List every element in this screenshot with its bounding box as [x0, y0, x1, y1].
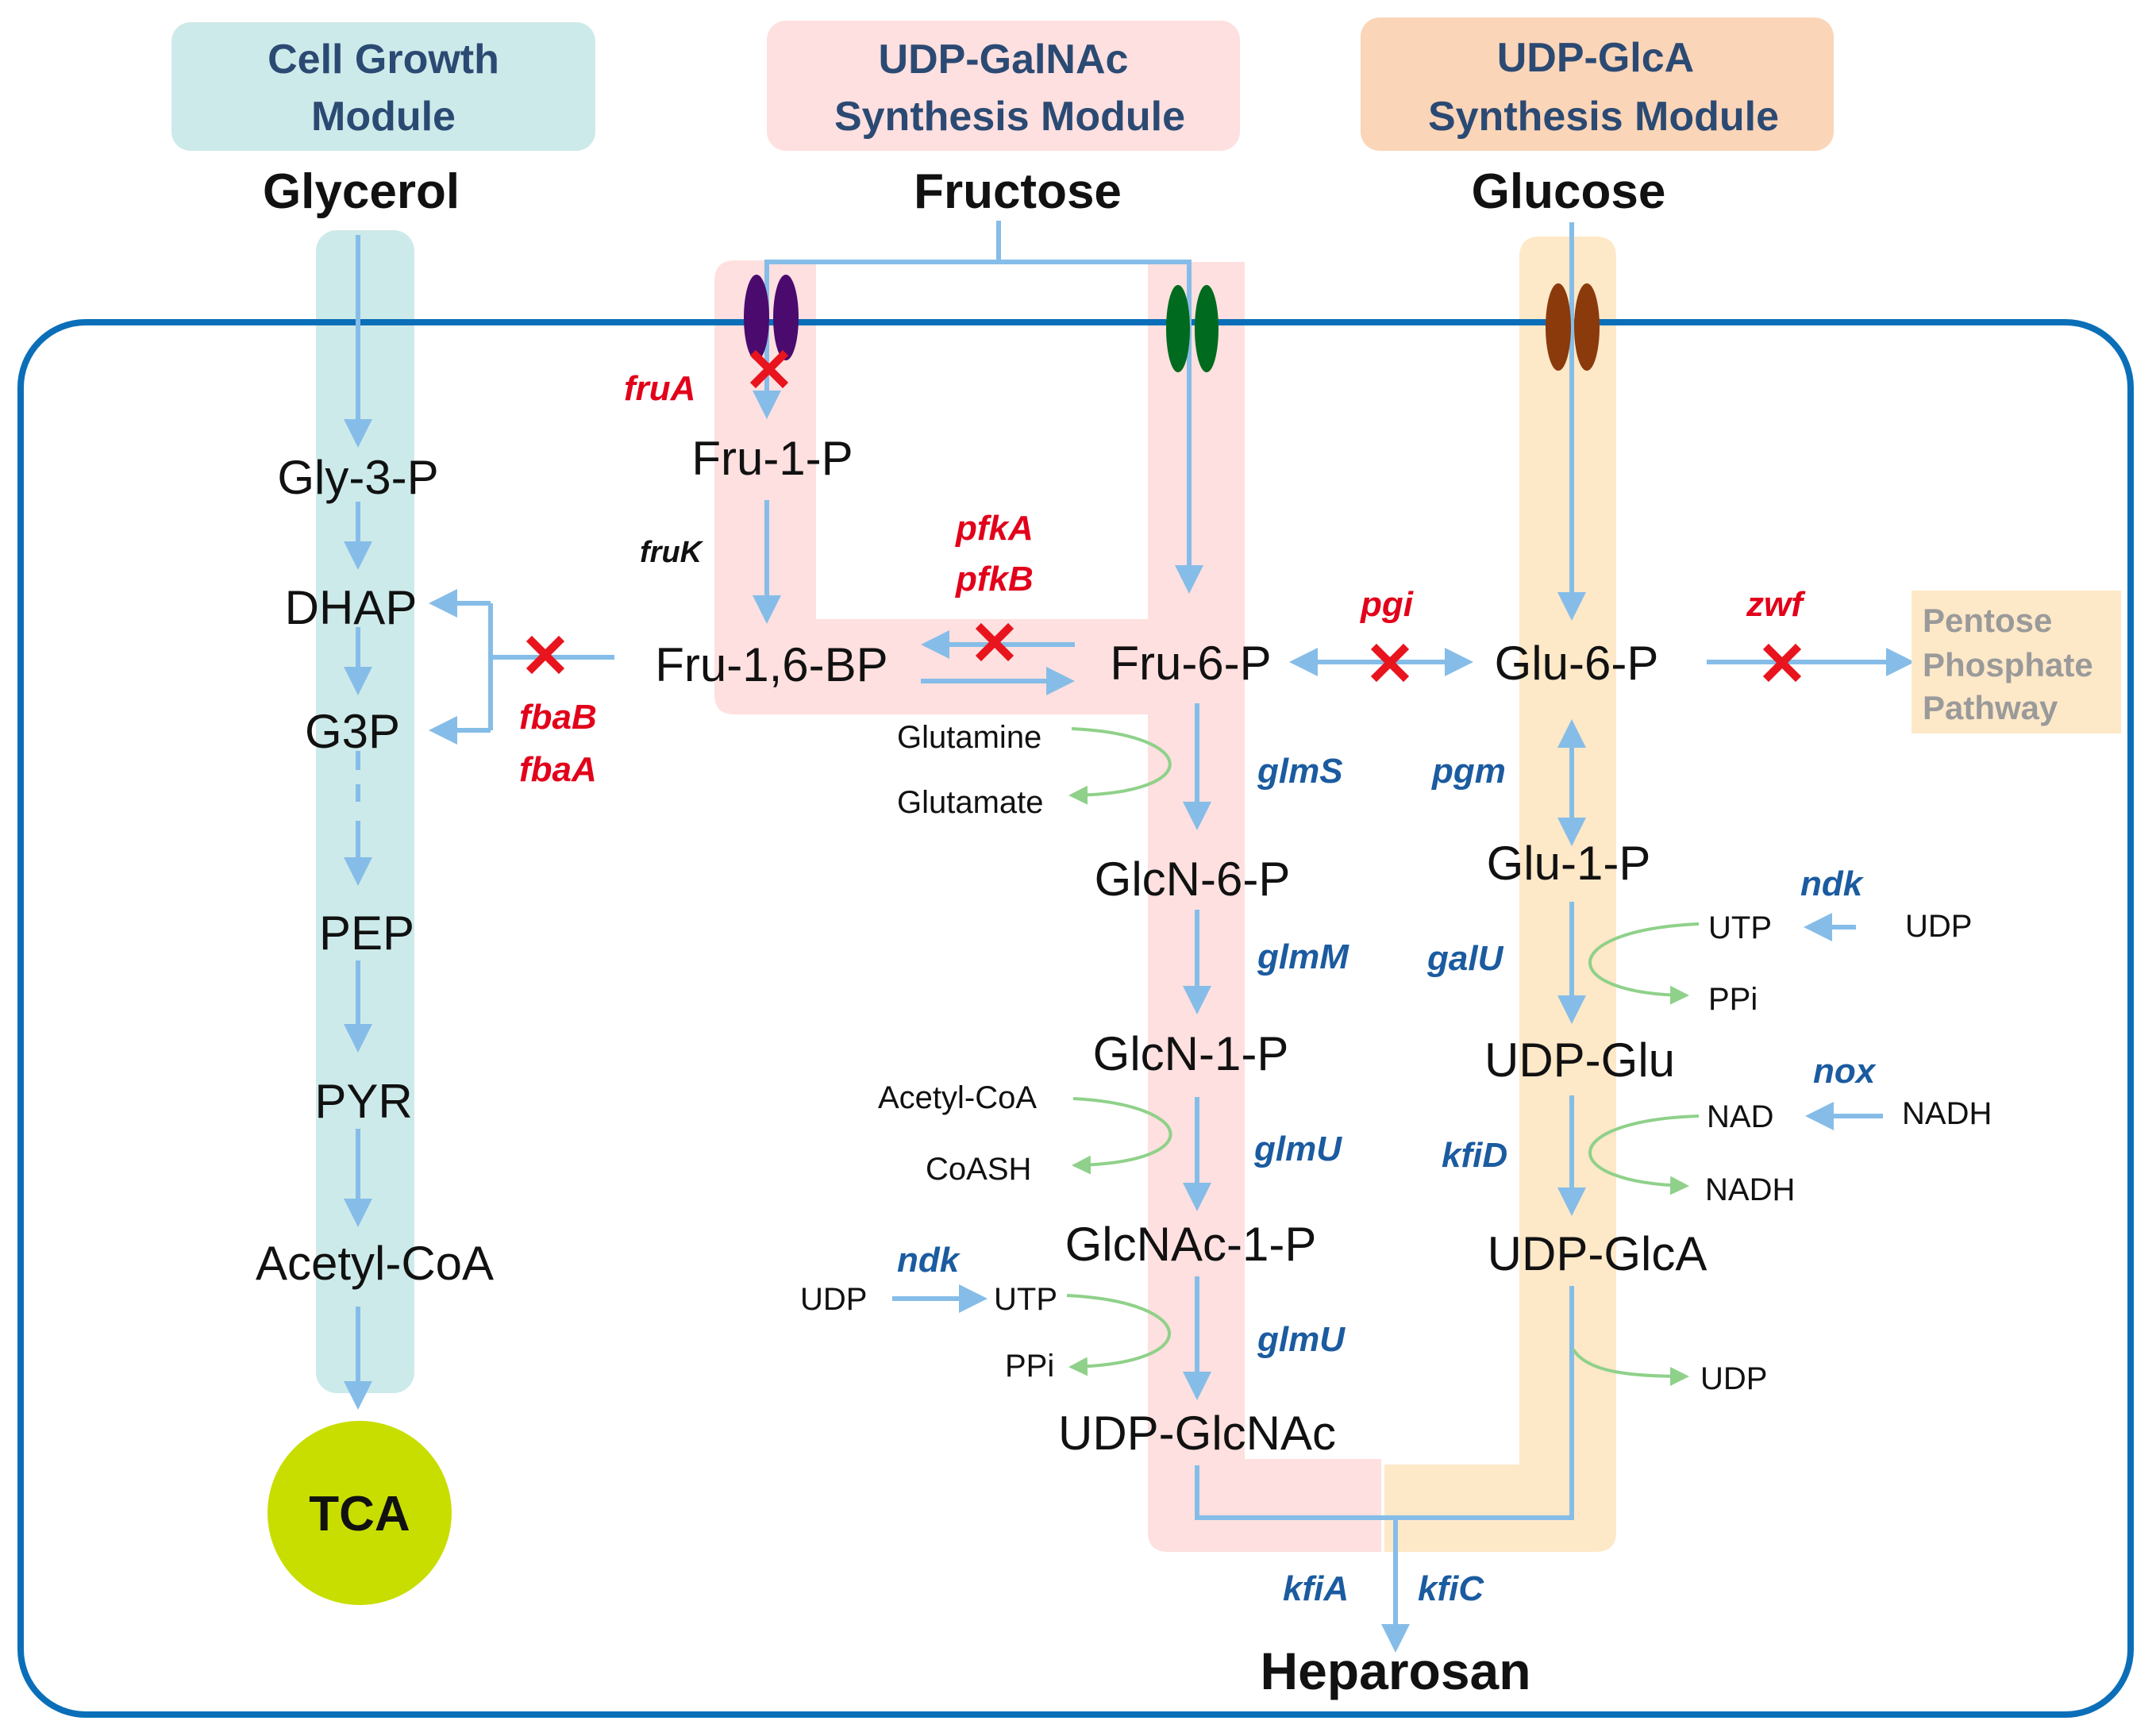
- udp-galnac-module-title-2: Synthesis Module: [834, 94, 1185, 140]
- enzyme-ndk-left: ndk: [897, 1241, 961, 1280]
- pentose-label-1: Pentose: [1923, 602, 2052, 639]
- galnac-band: [714, 260, 1381, 1552]
- enzyme-nox: nox: [1813, 1052, 1877, 1091]
- metabolite-glcn1p: GlcN-1-P: [1093, 1027, 1289, 1080]
- knockout-zwf-icon: [1762, 643, 1802, 683]
- udp-galnac-module-box: [767, 21, 1240, 151]
- cofactor-utp-left: UTP: [994, 1282, 1057, 1317]
- cofactor-ppi-right: PPi: [1708, 982, 1758, 1017]
- enzyme-zwf: zwf: [1746, 585, 1806, 624]
- metabolite-glcn6p: GlcN-6-P: [1095, 853, 1291, 906]
- cell-growth-module-title-1: Cell Growth: [268, 37, 499, 83]
- enzyme-pgi: pgi: [1360, 585, 1414, 624]
- enzyme-glmU-2: glmU: [1257, 1320, 1346, 1359]
- udp-galnac-module-title-1: UDP-GalNAc: [879, 37, 1129, 83]
- knockout-pfk-icon: [975, 622, 1014, 662]
- metabolite-acetylcoa: Acetyl-CoA: [256, 1237, 494, 1290]
- metabolite-fru1p: Fru-1-P: [691, 432, 853, 485]
- enzyme-kfiA: kfiA: [1283, 1569, 1349, 1608]
- metabolite-glu1p: Glu-1-P: [1487, 837, 1651, 890]
- enzyme-fruA: fruA: [624, 369, 695, 408]
- cofactor-ppi-left: PPi: [1005, 1349, 1054, 1384]
- fructose-pts-transporter-purple: [744, 275, 799, 360]
- tca-circle: [268, 1421, 452, 1605]
- cofactor-coash: CoASH: [926, 1152, 1031, 1187]
- enzyme-kfiD: kfiD: [1442, 1136, 1507, 1175]
- metabolite-heparosan: Heparosan: [1260, 1642, 1530, 1700]
- metabolite-udpglcnac: UDP-GlcNAc: [1058, 1407, 1336, 1460]
- cofactor-udp-left: UDP: [800, 1282, 867, 1317]
- cell-growth-module-box: [171, 22, 595, 151]
- glucose-transporter-brown: [1546, 283, 1600, 371]
- pentose-label-2: Phosphate: [1923, 646, 2093, 683]
- pentose-label-3: Pathway: [1923, 689, 2058, 726]
- enzyme-pfkA: pfkA: [955, 509, 1034, 548]
- pentose-phosphate-box: [1912, 591, 2121, 733]
- udp-glca-module-title-2: Synthesis Module: [1428, 94, 1779, 140]
- source-glycerol: Glycerol: [263, 164, 460, 219]
- knockout-fba-icon: [526, 635, 565, 675]
- metabolite-gly3p: Gly-3-P: [277, 451, 438, 504]
- enzyme-fbaA: fbaA: [519, 750, 597, 789]
- metabolite-fru16bp: Fru-1,6-BP: [655, 638, 887, 691]
- tca-label: TCA: [309, 1487, 410, 1542]
- metabolite-dhap: DHAP: [285, 581, 418, 634]
- enzyme-fbaB: fbaB: [519, 698, 597, 737]
- glca-band: [1384, 237, 1616, 1552]
- knockout-pgi-icon: [1370, 643, 1410, 683]
- enzyme-glmU-1: glmU: [1253, 1130, 1342, 1168]
- source-fructose: Fructose: [914, 164, 1122, 219]
- enzyme-pfkB: pfkB: [955, 560, 1034, 599]
- enzyme-glmM: glmM: [1257, 937, 1349, 976]
- cofactor-arrows: [1066, 727, 1700, 1386]
- metabolite-glcnac1p: GlcNAc-1-P: [1065, 1218, 1317, 1271]
- metabolite-udpglu: UDP-Glu: [1484, 1034, 1675, 1087]
- source-glucose: Glucose: [1472, 164, 1666, 219]
- udp-glca-module-title-1: UDP-GlcA: [1497, 35, 1694, 81]
- metabolite-fru6p: Fru-6-P: [1110, 637, 1271, 690]
- udp-glca-module-box: [1361, 17, 1834, 151]
- cofactor-acetylcoa: Acetyl-CoA: [878, 1080, 1037, 1115]
- metabolite-g3p: G3P: [305, 705, 400, 758]
- cofactor-udp-glca: UDP: [1700, 1361, 1767, 1396]
- pathway-arrows: [344, 221, 1915, 1653]
- cofactor-utp-right: UTP: [1708, 910, 1772, 945]
- enzyme-fruK: fruK: [640, 536, 704, 569]
- knockout-fruA-icon: [749, 349, 789, 389]
- cofactor-glutamine: Glutamine: [897, 720, 1041, 755]
- cofactor-nadh-out: NADH: [1705, 1172, 1795, 1207]
- metabolite-pep: PEP: [319, 906, 414, 960]
- cofactor-nadh-in: NADH: [1902, 1096, 1992, 1131]
- enzyme-glmS: glmS: [1257, 752, 1343, 791]
- enzyme-pgm: pgm: [1431, 752, 1506, 791]
- enzyme-kfiC: kfiC: [1418, 1569, 1484, 1608]
- cell-membrane: [17, 319, 2134, 1718]
- metabolite-pyr: PYR: [314, 1075, 412, 1128]
- cofactor-nad: NAD: [1707, 1099, 1773, 1134]
- enzyme-ndk-right: ndk: [1800, 864, 1865, 903]
- knockout-marks: [526, 349, 1802, 683]
- enzyme-galU: galU: [1426, 939, 1504, 978]
- cell-growth-band: [316, 230, 414, 1393]
- metabolite-glu6p: Glu-6-P: [1495, 637, 1659, 690]
- metabolite-udpglca: UDP-GlcA: [1488, 1227, 1707, 1280]
- fructose-transporter-green: [1166, 285, 1219, 372]
- cofactor-glutamate: Glutamate: [897, 785, 1044, 820]
- cofactor-udp-right: UDP: [1905, 909, 1972, 944]
- cell-growth-module-title-2: Module: [311, 94, 456, 140]
